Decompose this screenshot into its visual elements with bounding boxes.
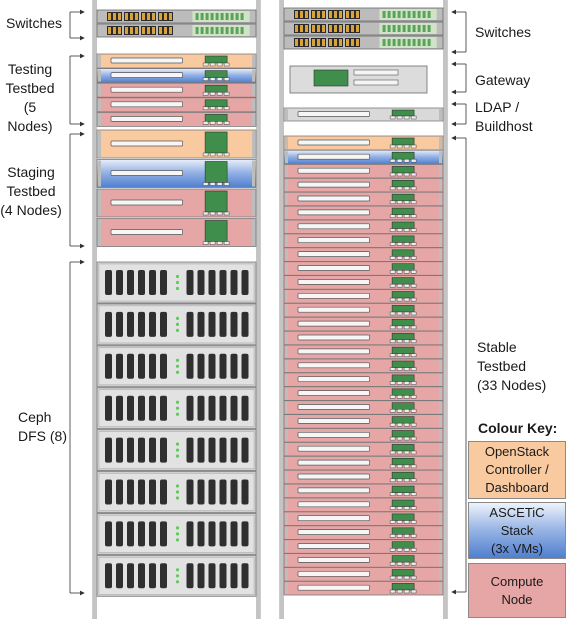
ceph-storage-unit	[96, 429, 257, 472]
label-testing-testbed: Testing Testbed (5 Nodes)	[5, 61, 55, 134]
stable-node	[283, 344, 444, 360]
stable-node	[283, 428, 444, 443]
stable-node	[283, 205, 444, 221]
switch-unit	[283, 35, 444, 50]
stable-node	[283, 247, 444, 262]
stable-node	[283, 358, 444, 374]
staging-node	[96, 188, 257, 218]
switch-unit	[283, 21, 444, 36]
ceph-storage-unit	[96, 387, 257, 430]
bracket-ldap	[451, 101, 467, 127]
stable-node	[283, 261, 444, 276]
stable-node	[283, 553, 444, 568]
ceph-storage-unit	[96, 513, 257, 555]
stable-node	[283, 469, 444, 485]
switch-unit	[96, 9, 257, 24]
label-ldap-buildhost: LDAP / Buildhost	[475, 99, 533, 134]
staging-node	[96, 159, 257, 188]
stable-node	[283, 400, 444, 415]
bracket-stable	[451, 135, 467, 595]
switch-unit	[96, 23, 257, 38]
key-item-ascetic-stack: ASCETiC Stack (3x VMs)	[468, 502, 566, 559]
ceph-storage-unit	[96, 554, 257, 597]
stable-node	[283, 219, 444, 235]
stable-node	[283, 525, 444, 540]
key-item-compute-node: Compute Node	[468, 563, 566, 618]
stable-node	[283, 163, 444, 179]
stable-node	[283, 191, 444, 207]
stable-node	[283, 372, 444, 387]
testing-node	[96, 97, 257, 113]
stable-node	[283, 455, 444, 471]
label-staging-testbed: Staging Testbed (4 Nodes)	[0, 164, 62, 218]
bracket-ceph	[69, 259, 85, 596]
ceph-storage-unit	[96, 345, 257, 388]
stable-node	[283, 316, 444, 332]
stable-node	[283, 177, 444, 193]
stable-node	[283, 302, 444, 318]
stable-node	[283, 441, 444, 457]
label-switches-left: Switches	[6, 15, 63, 31]
stable-node	[283, 275, 444, 290]
stable-node	[283, 233, 444, 248]
testing-node	[96, 68, 257, 83]
ceph-storage-unit	[96, 261, 257, 304]
ldap-buildhost-unit	[283, 107, 444, 122]
label-stable-testbed: Stable Testbed (33 Nodes)	[477, 339, 547, 393]
staging-node	[96, 129, 257, 159]
bracket-switches-left	[69, 9, 85, 41]
stable-node	[283, 386, 444, 401]
stable-node	[283, 149, 444, 165]
staging-node	[96, 218, 257, 247]
bracket-switches-right	[451, 9, 467, 55]
stable-node	[283, 135, 444, 151]
stable-node	[283, 497, 444, 513]
stable-node	[283, 581, 444, 596]
label-switches-right: Switches	[475, 24, 532, 40]
stable-node	[283, 330, 444, 346]
bracket-gateway	[451, 61, 467, 95]
key-item-openstack-controller: OpenStack Controller / Dashboard	[468, 441, 566, 499]
testing-node	[96, 53, 257, 69]
ceph-storage-unit	[96, 471, 257, 513]
bracket-staging	[69, 131, 85, 249]
stable-node	[283, 414, 444, 429]
switch-unit	[283, 7, 444, 22]
label-gateway: Gateway	[475, 72, 531, 88]
stable-node	[283, 289, 444, 304]
label-ceph-dfs: Ceph DFS (8)	[18, 409, 67, 444]
bracket-testing	[69, 53, 85, 127]
gateway-unit	[289, 65, 428, 94]
testing-node	[96, 82, 257, 98]
testing-node	[96, 112, 257, 127]
stable-node	[283, 539, 444, 554]
stable-node	[283, 567, 444, 582]
colour-key-title: Colour Key:	[478, 420, 558, 436]
stable-node	[283, 511, 444, 526]
ceph-storage-unit	[96, 303, 257, 346]
stable-node	[283, 483, 444, 499]
